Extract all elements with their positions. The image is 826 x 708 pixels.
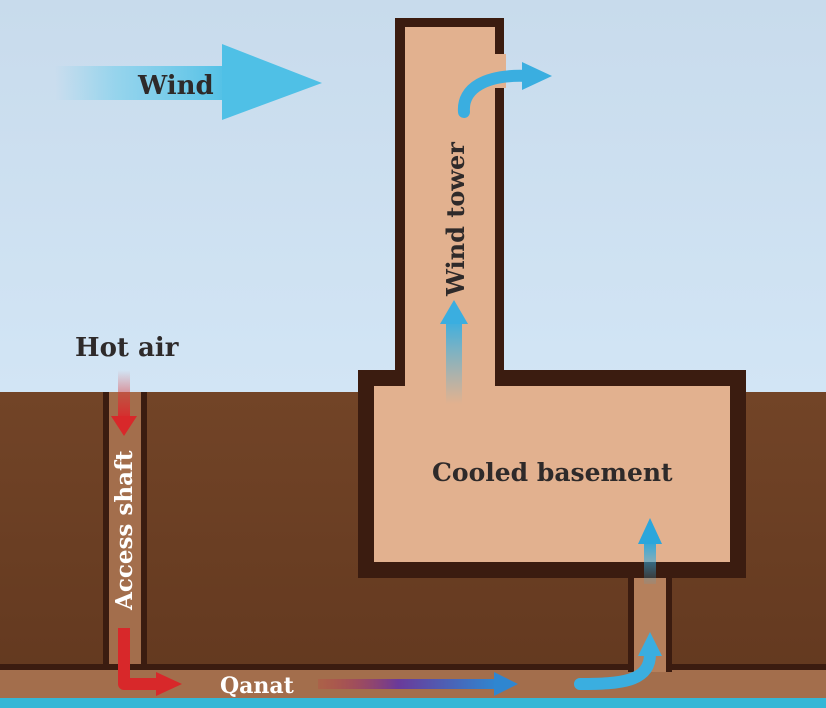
access-shaft-label: Access shaft — [111, 450, 138, 611]
cooled-basement-label: Cooled basement — [432, 458, 673, 487]
tower-vent-lip — [495, 40, 504, 54]
hot-air-arrow — [111, 370, 137, 436]
access-shaft-interior — [109, 392, 141, 672]
qanat-rise-arrow — [574, 632, 662, 690]
tower-basement-interior — [374, 27, 730, 562]
tower-airflow-arrow — [440, 300, 468, 404]
hot-air-label: Hot air — [75, 333, 179, 363]
qanat-entry-arrow — [118, 628, 182, 696]
qanat-flow-arrow — [318, 672, 518, 696]
wind-label: Wind — [137, 71, 214, 101]
basement-inflow-arrow — [638, 518, 662, 584]
wind-tower-label: Wind tower — [441, 142, 470, 297]
qanat-label: Qanat — [220, 673, 295, 699]
exhaust-arrow — [457, 62, 552, 118]
water-channel — [0, 698, 826, 708]
wind-arrow — [55, 44, 322, 120]
